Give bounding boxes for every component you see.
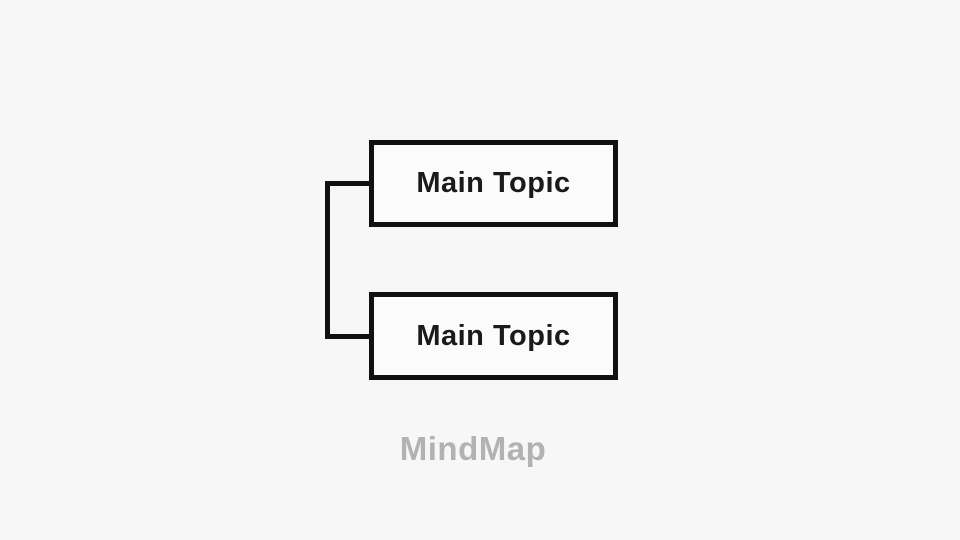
main-topic-node-2-label: Main Topic (416, 319, 571, 352)
mindmap-watermark-title: MindMap (399, 430, 547, 467)
main-topic-node-1[interactable]: Main Topic (369, 140, 618, 227)
connector-vertical-line (325, 181, 330, 339)
main-topic-node-1-label: Main Topic (416, 167, 571, 199)
connector-branch-bottom (325, 334, 369, 339)
main-topic-node-2[interactable]: Main Topic (369, 292, 618, 380)
connector-branch-top (325, 181, 369, 186)
